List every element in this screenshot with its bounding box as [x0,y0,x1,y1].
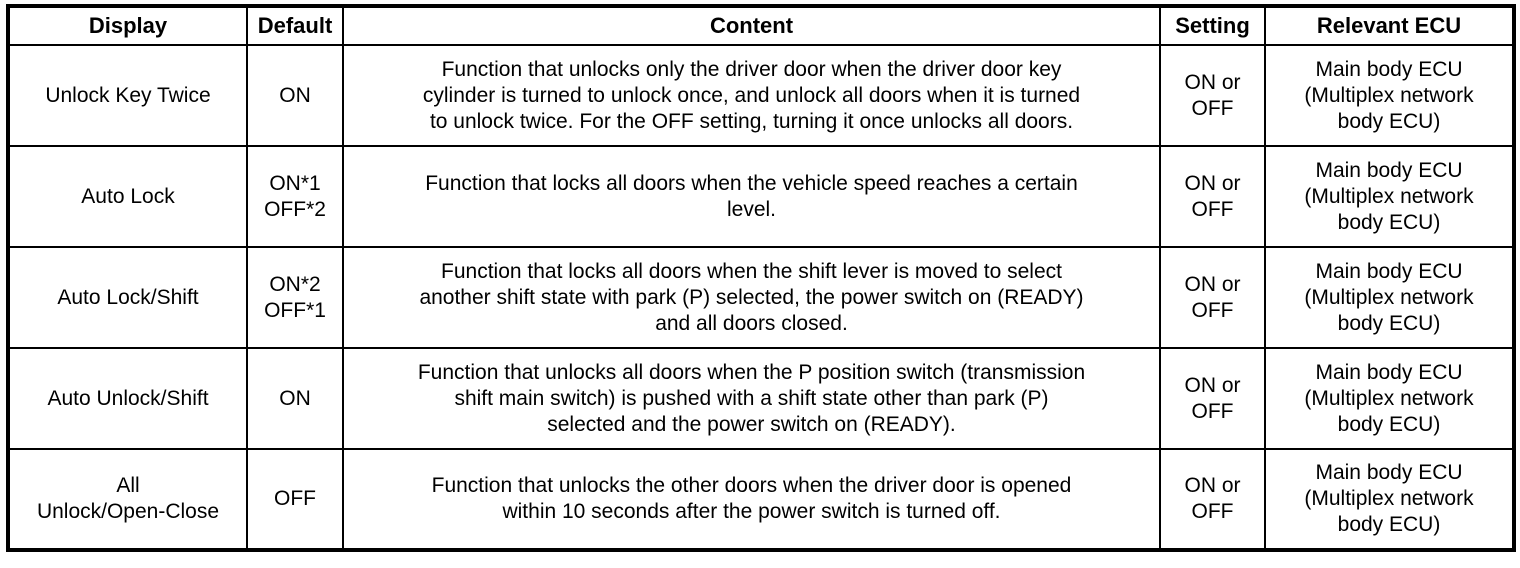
default-line-1: ON*1 [269,171,321,195]
column-header-relevant-ecu: Relevant ECU [1264,5,1515,46]
cell-default: ON*1 OFF*2 [246,145,344,248]
setting-line-2: OFF [1191,197,1234,221]
column-header-display: Display [7,5,248,46]
content-line-1: Function that locks all doors when the s… [441,259,1062,283]
default-line-1: ON [279,386,311,410]
column-header-setting: Setting [1159,5,1266,46]
cell-relevant-ecu: Main body ECU (Multiplex network body EC… [1264,448,1515,551]
ecu-line-3: body ECU) [1337,210,1441,234]
ecu-line-2: (Multiplex network [1304,83,1474,107]
default-line-1: OFF [274,487,316,510]
display-line-1: All [116,474,140,497]
ecu-line-2: (Multiplex network [1304,386,1474,410]
ecu-line-3: body ECU) [1337,513,1441,536]
cell-setting: ON or OFF [1159,44,1266,147]
default-line-2: OFF*1 [264,298,326,322]
column-header-default: Default [246,5,344,46]
table-row: Unlock Key Twice ON Function that unlock… [7,44,1515,147]
cell-content: Function that unlocks only the driver do… [342,44,1161,147]
content-line-2: within 10 seconds after the power switch… [502,500,1001,523]
display-line-2: Unlock/Open-Close [36,500,220,523]
ecu-line-3: body ECU) [1337,109,1441,133]
ecu-line-1: Main body ECU [1315,461,1463,484]
display-line-1: Auto Unlock/Shift [47,386,209,410]
cell-default: ON*2 OFF*1 [246,246,344,349]
table-row: All Unlock/Open-Close OFF Function that … [7,448,1515,551]
cell-setting: ON or OFF [1159,347,1266,450]
table-header: Display Default Content Setting Relevant… [7,5,1515,46]
cell-relevant-ecu: Main body ECU (Multiplex network body EC… [1264,347,1515,450]
cell-content: Function that locks all doors when the v… [342,145,1161,248]
display-line-1: Auto Lock/Shift [57,285,199,309]
setting-line-1: ON or [1184,171,1241,195]
cell-display: Auto Lock [7,145,248,248]
content-line-1: Function that locks all doors when the v… [425,171,1078,195]
customize-settings-table-container: Display Default Content Setting Relevant… [6,4,1516,552]
cell-display: Auto Lock/Shift [7,246,248,349]
content-line-2: cylinder is turned to unlock once, and u… [422,83,1081,107]
setting-line-1: ON or [1184,70,1241,94]
cell-display: Auto Unlock/Shift [7,347,248,450]
setting-line-1: ON or [1184,272,1241,296]
cell-content: Function that locks all doors when the s… [342,246,1161,349]
ecu-line-1: Main body ECU [1315,360,1463,384]
customize-settings-table: Display Default Content Setting Relevant… [6,4,1516,552]
cell-display: Unlock Key Twice [7,44,248,147]
setting-line-2: OFF [1191,298,1234,322]
setting-line-1: ON or [1184,474,1241,497]
default-line-1: ON [279,83,311,107]
column-header-content: Content [342,5,1161,46]
cell-default: ON [246,44,344,147]
ecu-line-1: Main body ECU [1315,158,1463,182]
table-body: Unlock Key Twice ON Function that unlock… [7,44,1515,551]
setting-line-2: OFF [1191,96,1234,120]
cell-content: Function that unlocks all doors when the… [342,347,1161,450]
cell-default: OFF [246,448,344,551]
ecu-line-1: Main body ECU [1315,57,1463,81]
content-line-1: Function that unlocks the other doors wh… [431,474,1072,497]
table-row: Auto Lock/Shift ON*2 OFF*1 Function that… [7,246,1515,349]
default-line-2: OFF*2 [264,197,326,221]
cell-relevant-ecu: Main body ECU (Multiplex network body EC… [1264,246,1515,349]
content-line-1: Function that unlocks only the driver do… [441,57,1062,81]
content-line-3: to unlock twice. For the OFF setting, tu… [429,109,1074,133]
table-row: Auto Unlock/Shift ON Function that unloc… [7,347,1515,450]
cell-default: ON [246,347,344,450]
cell-content: Function that unlocks the other doors wh… [342,448,1161,551]
content-line-2: another shift state with park (P) select… [419,285,1084,309]
ecu-line-3: body ECU) [1337,311,1441,335]
ecu-line-1: Main body ECU [1315,259,1463,283]
ecu-line-2: (Multiplex network [1304,184,1474,208]
cell-setting: ON or OFF [1159,246,1266,349]
ecu-line-2: (Multiplex network [1304,487,1474,510]
cell-setting: ON or OFF [1159,448,1266,551]
setting-line-1: ON or [1184,373,1241,397]
table-header-row: Display Default Content Setting Relevant… [7,5,1515,46]
cell-setting: ON or OFF [1159,145,1266,248]
content-line-1: Function that unlocks all doors when the… [417,360,1086,384]
setting-line-2: OFF [1191,500,1234,523]
cell-relevant-ecu: Main body ECU (Multiplex network body EC… [1264,44,1515,147]
display-line-1: Auto Lock [81,184,175,208]
content-line-2: level. [726,197,777,221]
default-line-1: ON*2 [269,272,321,296]
setting-line-2: OFF [1191,399,1234,423]
cell-relevant-ecu: Main body ECU (Multiplex network body EC… [1264,145,1515,248]
ecu-line-2: (Multiplex network [1304,285,1474,309]
display-line-1: Unlock Key Twice [45,83,211,107]
table-row: Auto Lock ON*1 OFF*2 Function that locks… [7,145,1515,248]
content-line-3: and all doors closed. [655,311,848,335]
cell-display: All Unlock/Open-Close [7,448,248,551]
ecu-line-3: body ECU) [1337,412,1441,436]
content-line-3: selected and the power switch on (READY)… [547,412,956,436]
content-line-2: shift main switch) is pushed with a shif… [454,386,1049,410]
